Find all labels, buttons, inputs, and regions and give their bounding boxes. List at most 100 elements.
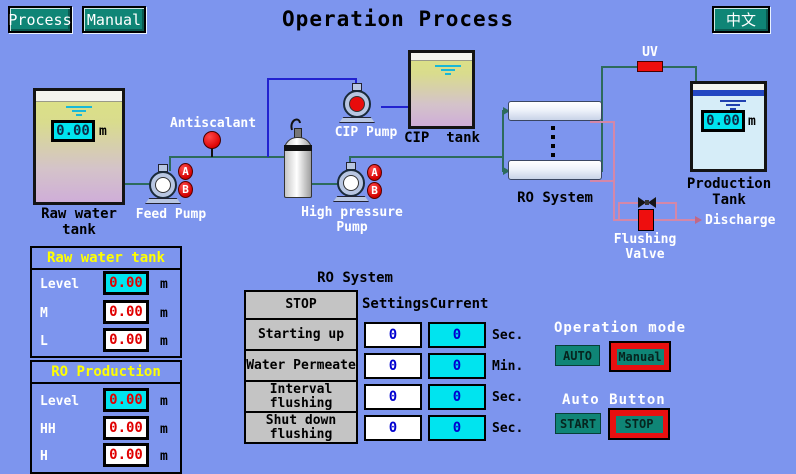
high-pressure-pump-icon[interactable] <box>333 162 369 202</box>
pipe-feedpump-riser <box>169 156 171 171</box>
unit-label: Min. <box>492 359 524 374</box>
filter-handle-icon <box>290 118 301 131</box>
pipe-ro-feed-header <box>502 110 504 172</box>
water-surface-icon <box>66 104 92 116</box>
current-column-header: Current <box>429 296 489 312</box>
auto-button-title: Auto Button <box>562 392 666 408</box>
raw-water-panel-body <box>30 268 182 358</box>
unit-label: m <box>160 306 168 321</box>
pump-base <box>339 117 375 123</box>
pipe-uv-right <box>662 66 697 68</box>
pump-impeller <box>155 177 171 193</box>
pump-impeller <box>349 96 365 112</box>
pipe-bypass-left <box>618 202 620 220</box>
cip-tank-label: CIP tank <box>404 130 480 146</box>
antiscalant-dosing-icon[interactable] <box>203 131 221 149</box>
flow-arrow-icon <box>503 107 510 115</box>
unit-label: m <box>160 394 168 409</box>
water-surface-icon <box>435 63 461 75</box>
setting-input[interactable]: 0 <box>364 415 422 441</box>
feed-pump-alarm-a: A <box>178 163 193 180</box>
raw-water-panel-title: Raw water tank <box>30 246 182 270</box>
production-tank-level-unit: m <box>748 114 756 129</box>
uv-label: UV <box>642 45 658 60</box>
unit-label: Sec. <box>492 328 524 343</box>
start-button[interactable]: START <box>555 413 601 434</box>
pump-casing <box>337 169 365 197</box>
setting-input[interactable]: 0 <box>364 353 422 379</box>
cip-pump-icon[interactable] <box>339 83 375 123</box>
hp-pump-alarm-a: A <box>367 164 382 181</box>
unit-label: Sec. <box>492 390 524 405</box>
panel-row-label: L <box>40 334 48 349</box>
antiscalant-label: Antiscalant <box>169 116 257 131</box>
pipe-concentrate-bottom <box>590 180 615 182</box>
manual-nav-button[interactable]: Manual <box>82 6 146 33</box>
ro-membrane-top[interactable] <box>508 101 602 121</box>
production-tank-label: Production Tank <box>686 176 772 208</box>
panel-row-label: H <box>40 449 48 464</box>
pipe-rawtank-feedpump <box>123 183 150 185</box>
uv-lamp-icon[interactable] <box>637 61 663 72</box>
ro-phase-cell: Water Permeate <box>244 349 358 382</box>
unit-label: m <box>160 334 168 349</box>
flushing-valve-label: Flushing Valve <box>613 232 677 262</box>
level-value-display: 0.00 <box>103 271 149 295</box>
pipe-filter-hppump <box>312 183 338 185</box>
raw-tank-level-display: 0.00 <box>51 120 95 142</box>
manual-mode-button[interactable]: Manual <box>609 341 671 372</box>
language-button[interactable]: 中文 <box>712 6 770 33</box>
discharge-label: Discharge <box>705 213 776 228</box>
operation-mode-title: Operation mode <box>554 320 687 336</box>
unit-label: Sec. <box>492 421 524 436</box>
ro-phase-cell: Shut down flushing <box>244 411 358 444</box>
raw-water-tank-label: Raw water tank <box>41 206 117 238</box>
water-surface-icon <box>720 98 746 110</box>
panel-row-label: HH <box>40 422 56 437</box>
feed-pump-alarm-b: B <box>178 181 193 198</box>
auto-mode-button[interactable]: AUTO <box>555 345 600 366</box>
pipe-production-drop <box>695 66 697 82</box>
current-value-display: 0 <box>428 322 486 348</box>
setpoint-value-input[interactable]: 0.00 <box>103 300 149 324</box>
stop-button-label: STOP <box>615 415 663 433</box>
ro-membrane-bottom[interactable] <box>508 160 602 180</box>
raw-water-tank <box>33 88 125 205</box>
tank-headspace <box>693 84 764 90</box>
process-nav-button[interactable]: Process <box>8 6 72 33</box>
feed-pump-label: Feed Pump <box>135 207 207 222</box>
pump-impeller <box>343 175 359 191</box>
ro-settings-title: RO System <box>317 270 393 286</box>
flow-arrow-icon <box>503 167 510 175</box>
cip-pump-label: CIP Pump <box>334 125 398 140</box>
bypass-valve-icon[interactable] <box>637 196 657 209</box>
pipe-cip-return <box>267 78 357 80</box>
setpoint-value-input[interactable]: 0.00 <box>103 416 149 440</box>
ro-phase-cell: Interval flushing <box>244 380 358 413</box>
panel-row-label: M <box>40 306 48 321</box>
ro-production-panel-body <box>30 382 182 474</box>
level-value-display: 0.00 <box>103 388 149 412</box>
settings-column-header: Settings <box>362 296 430 312</box>
pump-casing <box>149 171 177 199</box>
tank-water-band <box>693 90 764 96</box>
setpoint-value-input[interactable]: 0.00 <box>103 443 149 467</box>
flushing-valve-icon[interactable] <box>638 209 654 231</box>
setting-input[interactable]: 0 <box>364 384 422 410</box>
pipe-hp-line <box>349 156 504 158</box>
page-title: Operation Process <box>282 7 514 31</box>
ro-phase-cell: Starting up <box>244 318 358 351</box>
setpoint-value-input[interactable]: 0.00 <box>103 328 149 352</box>
current-value-display: 0 <box>428 384 486 410</box>
pipe-cip-drop <box>267 78 269 157</box>
unit-label: m <box>160 277 168 292</box>
pipe-ciptank-suction <box>381 106 409 108</box>
pump-base <box>145 198 181 204</box>
feed-pump-icon[interactable] <box>145 164 181 204</box>
pump-casing <box>343 90 371 118</box>
pipe-permeate-header <box>601 66 603 171</box>
stop-button[interactable]: STOP <box>608 408 670 440</box>
manual-mode-button-label: Manual <box>616 348 664 365</box>
setting-input[interactable]: 0 <box>364 322 422 348</box>
unit-label: m <box>160 422 168 437</box>
